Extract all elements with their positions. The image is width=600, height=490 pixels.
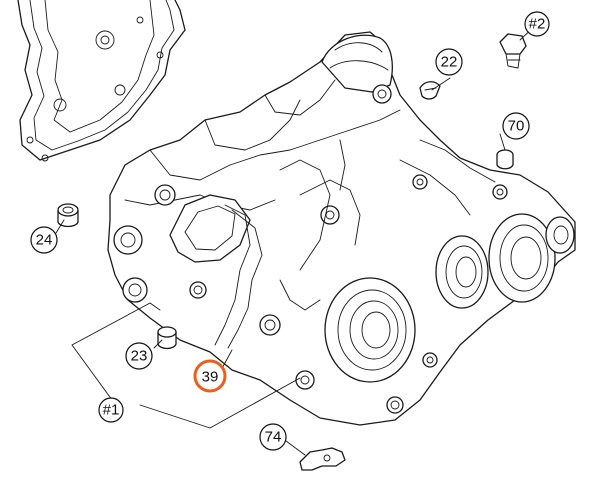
callout-39[interactable]: 39 xyxy=(193,359,227,393)
plug-part-2 xyxy=(499,33,527,69)
crankcase-drawing xyxy=(107,31,576,426)
clip-part-74 xyxy=(299,447,346,471)
svg-text:23: 23 xyxy=(131,348,148,365)
callout-24[interactable]: 24 xyxy=(30,226,58,254)
leader-lines xyxy=(55,23,538,456)
svg-text:39: 39 xyxy=(202,369,219,386)
svg-text:24: 24 xyxy=(36,232,53,249)
svg-text:#1: #1 xyxy=(103,402,120,419)
svg-text:#2: #2 xyxy=(529,16,546,33)
callout-1[interactable]: #1 xyxy=(98,397,124,423)
callout-22[interactable]: 22 xyxy=(435,48,463,76)
callout-74[interactable]: 74 xyxy=(259,423,287,451)
svg-text:70: 70 xyxy=(508,118,525,135)
bushing-part-24 xyxy=(57,203,79,228)
svg-text:74: 74 xyxy=(265,429,282,446)
side-cover-gasket-drawing xyxy=(17,0,186,162)
clip-part-22 xyxy=(419,81,441,100)
callout-70[interactable]: 70 xyxy=(502,112,530,140)
sleeve-part-70 xyxy=(496,149,514,170)
callout-2[interactable]: #2 xyxy=(524,11,550,37)
callout-23[interactable]: 23 xyxy=(125,342,153,370)
dowel-part-23 xyxy=(157,326,177,350)
svg-text:22: 22 xyxy=(441,54,458,71)
